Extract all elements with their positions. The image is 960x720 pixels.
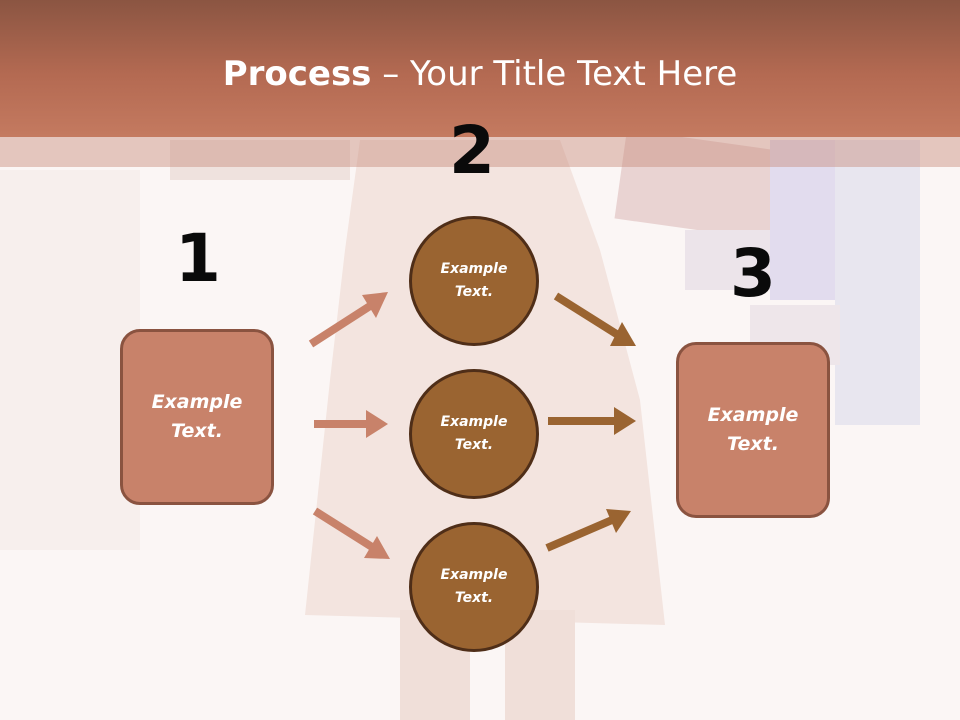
arrow-source-to-node-3 bbox=[312, 507, 390, 559]
middle-node-2: Example Text. bbox=[409, 369, 539, 499]
source-box-text: Example Text. bbox=[151, 391, 243, 442]
title-underlay-strip bbox=[0, 137, 960, 167]
middle-node-1: Example Text. bbox=[409, 216, 539, 346]
title-bold-part: Process bbox=[222, 54, 372, 94]
step-number-1: 1 bbox=[175, 220, 221, 297]
title-regular-part: – Your Title Text Here bbox=[371, 54, 738, 94]
target-box: Example Text. bbox=[676, 342, 830, 518]
step-number-3: 3 bbox=[730, 235, 776, 312]
arrow-source-to-node-2 bbox=[314, 410, 388, 438]
target-box-text: Example Text. bbox=[707, 404, 799, 455]
middle-node-3: Example Text. bbox=[409, 522, 539, 652]
arrow-source-to-node-1 bbox=[308, 292, 388, 348]
slide-title: Process – Your Title Text Here bbox=[0, 52, 960, 96]
arrow-node-2-to-target bbox=[548, 407, 636, 435]
title-bar bbox=[0, 0, 960, 137]
source-box: Example Text. bbox=[120, 329, 274, 505]
step-number-2: 2 bbox=[449, 112, 495, 189]
middle-node-1-text: Example Text. bbox=[440, 261, 508, 300]
arrow-node-1-to-target bbox=[553, 292, 636, 346]
arrow-node-3-to-target bbox=[545, 509, 631, 552]
middle-node-2-text: Example Text. bbox=[440, 414, 508, 453]
middle-node-3-text: Example Text. bbox=[440, 567, 508, 606]
